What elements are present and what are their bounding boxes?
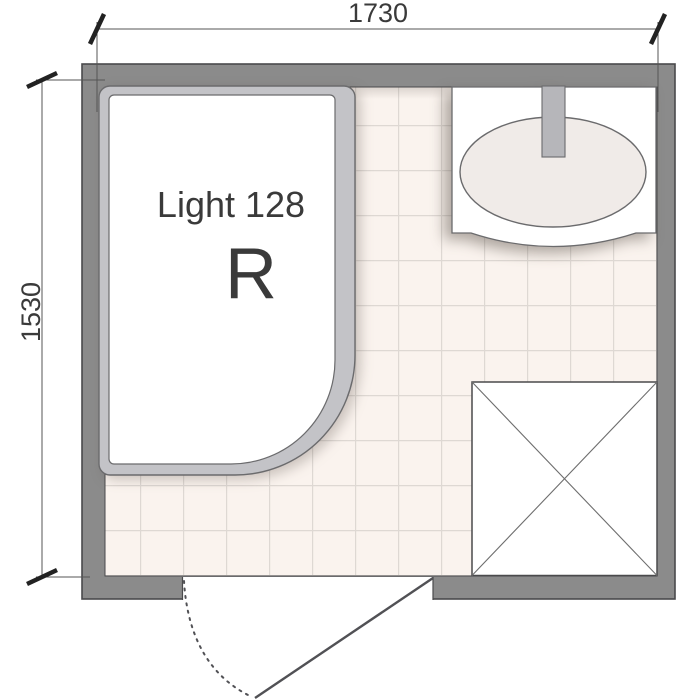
dimension-left: 1530	[16, 70, 105, 587]
door-opening	[182, 577, 433, 601]
door-jamb-lines	[181, 577, 434, 600]
dimension-width-label: 1730	[348, 0, 408, 28]
dimension-tick	[26, 567, 58, 587]
door	[183, 577, 434, 699]
dimension-tick	[87, 13, 107, 45]
dimension-top-lines	[96, 22, 659, 112]
door-leaf	[254, 577, 434, 699]
shower-tray	[108, 94, 336, 465]
appliance-placeholder	[471, 381, 658, 577]
dimension-tick	[26, 70, 58, 90]
shower-model-label: Light 128	[157, 184, 305, 225]
washbasin	[451, 85, 657, 248]
appliance-cross-icon	[471, 381, 658, 576]
faucet	[541, 85, 566, 158]
dimension-height-label: 1530	[16, 282, 46, 342]
dimension-top: 1730	[87, 0, 668, 112]
shower-enclosure: Light 128 R	[98, 85, 356, 476]
dimension-tick	[648, 13, 668, 45]
shower-variant-label: R	[225, 234, 277, 314]
door-swing-arc	[183, 580, 251, 697]
